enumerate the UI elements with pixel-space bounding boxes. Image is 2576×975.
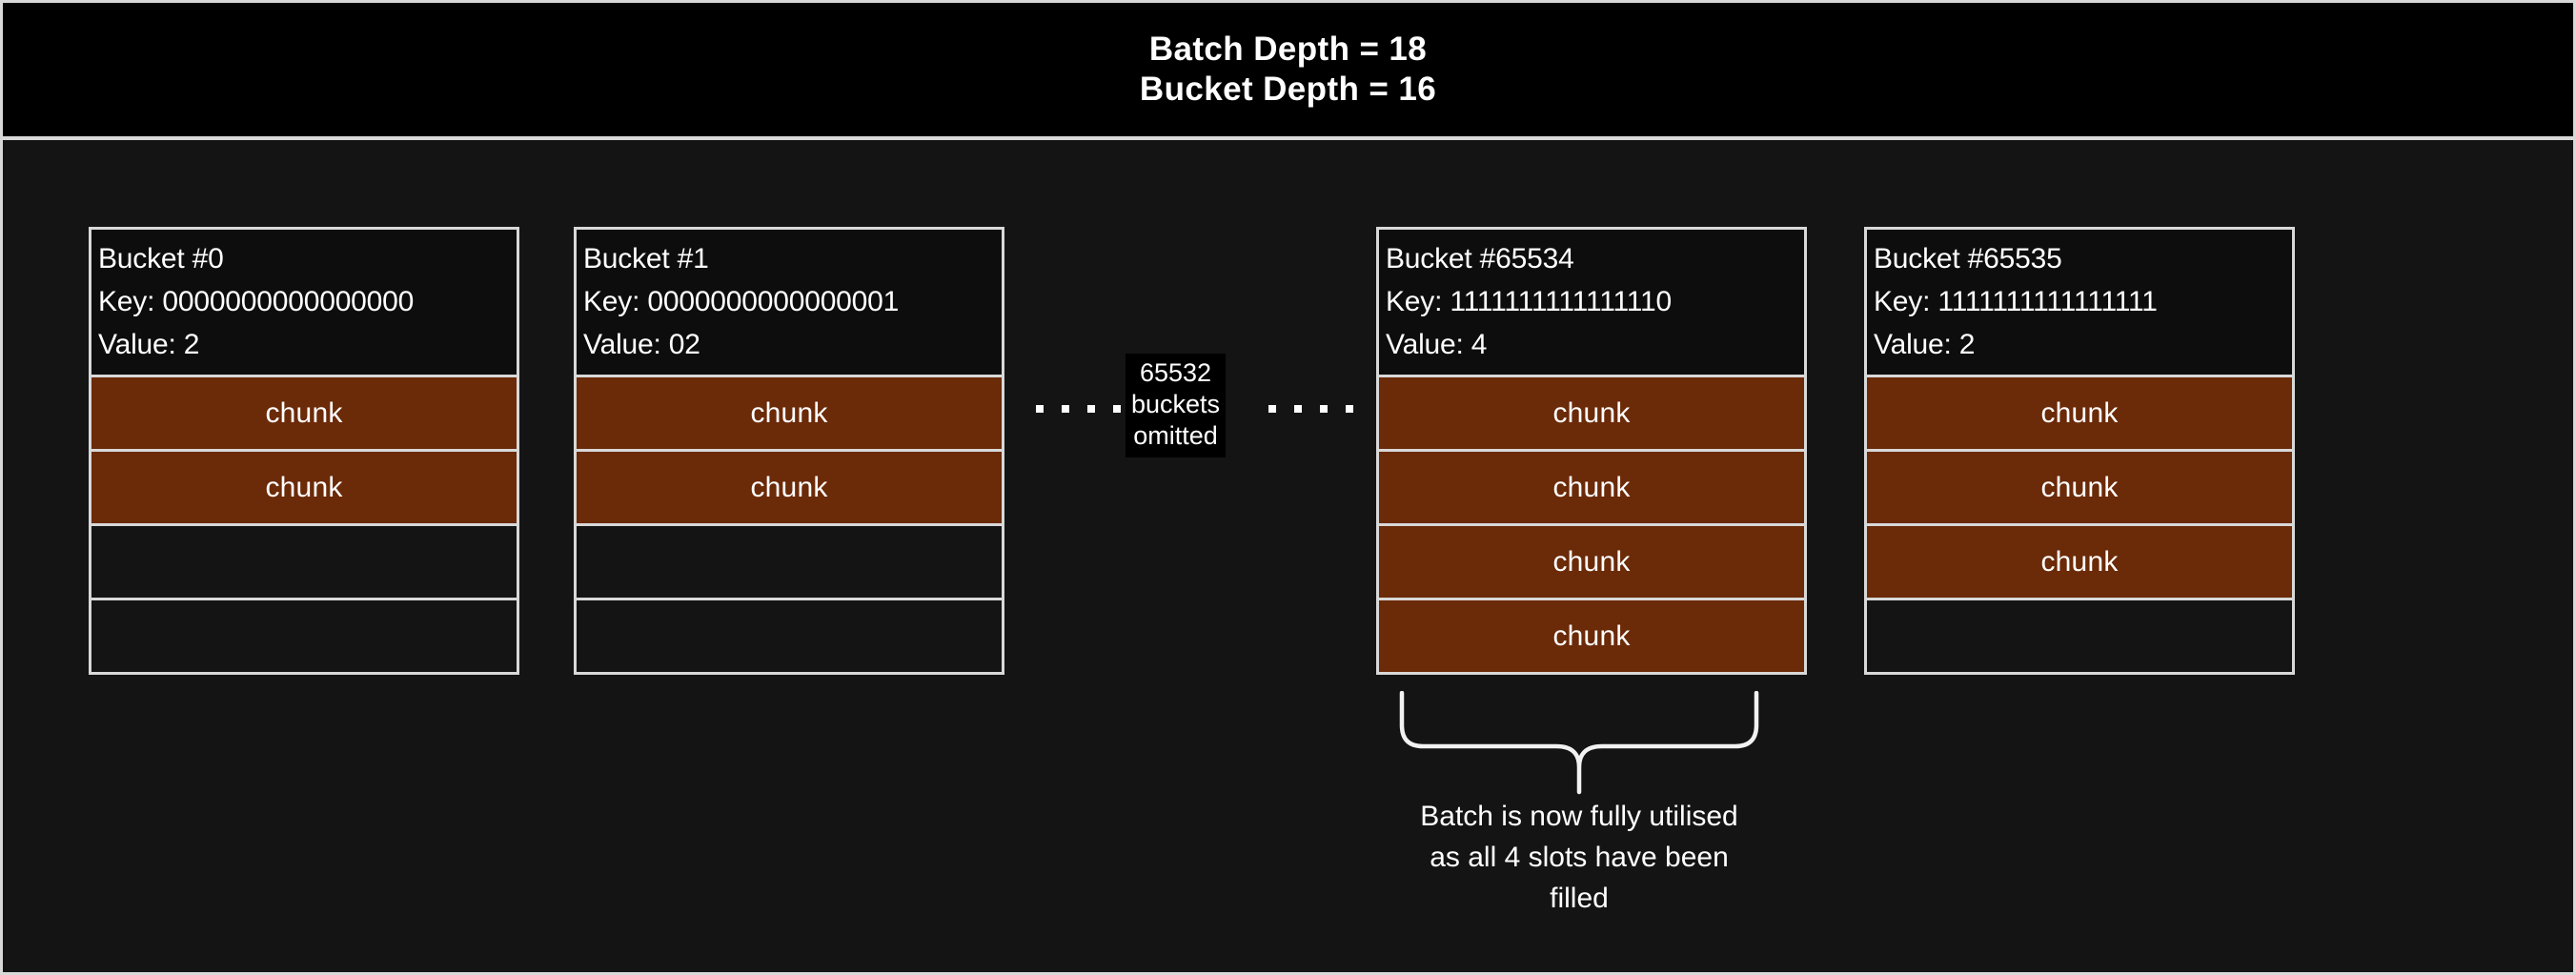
chunk-label: chunk: [750, 471, 828, 503]
ellipsis-dot: [1062, 405, 1069, 413]
curly-brace-down-icon: [1399, 690, 1759, 795]
chunk-slot-empty[interactable]: [574, 600, 1004, 675]
chunk-label: chunk: [2040, 471, 2119, 503]
annotation-line-1: Batch is now fully utilised: [1420, 801, 1738, 832]
chunk-label: chunk: [1552, 545, 1631, 578]
chunk-slot-filled[interactable]: chunk: [1376, 600, 1807, 675]
chunk-slot-filled[interactable]: chunk: [574, 452, 1004, 526]
bucket-depth-label: Bucket Depth = 16: [1139, 71, 1437, 108]
batch-depth-label: Batch Depth = 18: [1148, 30, 1428, 68]
ellipsis-dot: [1113, 405, 1121, 413]
chunk-slot-filled[interactable]: chunk: [1376, 377, 1807, 452]
header-bar: Batch Depth = 18 Bucket Depth = 16: [3, 3, 2573, 140]
chunk-label: chunk: [1552, 396, 1631, 429]
bucket-title-label: Bucket #0: [98, 243, 224, 274]
brace-icon: [1398, 690, 1760, 796]
ellipsis-dot: [1346, 405, 1353, 413]
chunk-label: chunk: [1552, 471, 1631, 503]
ellipsis-dot: [1320, 405, 1328, 413]
ellipsis-dot: [1268, 405, 1276, 413]
chunk-slot-filled[interactable]: chunk: [1376, 526, 1807, 600]
annotation-line-2: as all 4 slots have been: [1430, 842, 1729, 873]
chunk-label: chunk: [1552, 620, 1631, 652]
chunk-slot-empty[interactable]: [1864, 600, 2295, 675]
chunk-label: chunk: [750, 396, 828, 429]
bucket-value-label: Value: 02: [583, 329, 700, 360]
chunk-label: chunk: [265, 396, 343, 429]
bucket-key-label: Key: 1111111111111111: [1874, 286, 2158, 317]
chunk-slot-filled[interactable]: chunk: [1864, 526, 2295, 600]
chunk-label: chunk: [265, 471, 343, 503]
bucket-value-label: Value: 4: [1386, 329, 1488, 360]
bucket-key-label: Key: 1111111111111110: [1386, 286, 1672, 317]
omitted-buckets-label: 65532 buckets omitted: [1126, 354, 1227, 457]
chunk-slot-filled[interactable]: chunk: [1864, 377, 2295, 452]
chunk-label: chunk: [2040, 396, 2119, 429]
omitted-unit: buckets: [1131, 390, 1221, 418]
bucket-value-label: Value: 2: [1874, 329, 1976, 360]
chunk-slot-empty[interactable]: [89, 600, 519, 675]
chunk-slot-empty[interactable]: [574, 526, 1004, 600]
chunk-slot-empty[interactable]: [89, 526, 519, 600]
chunk-slot-filled[interactable]: chunk: [89, 377, 519, 452]
ellipsis-dot: [1087, 405, 1095, 413]
bucket-title-label: Bucket #65535: [1874, 243, 2062, 274]
ellipsis-dots-left: [1036, 405, 1121, 413]
chunk-label: chunk: [2040, 545, 2119, 578]
annotation-caption: Batch is now fully utilised as all 4 slo…: [1341, 796, 1817, 919]
bucket-key-label: Key: 0000000000000000: [98, 286, 415, 317]
omitted-buckets-marker: 65532 buckets omitted: [1032, 352, 1353, 466]
bucket-value-label: Value: 2: [98, 329, 200, 360]
ellipsis-dot: [1294, 405, 1302, 413]
ellipsis-dots-right: [1268, 405, 1353, 413]
annotation-line-3: filled: [1550, 883, 1609, 914]
omitted-state: omitted: [1133, 421, 1218, 450]
chunk-slot-filled[interactable]: chunk: [1864, 452, 2295, 526]
bucket-title-label: Bucket #1: [583, 243, 709, 274]
bucket-title-label: Bucket #65534: [1386, 243, 1574, 274]
chunk-slot-filled[interactable]: chunk: [574, 377, 1004, 452]
bucket-key-label: Key: 0000000000000001: [583, 286, 900, 317]
omitted-count: 65532: [1139, 358, 1212, 387]
ellipsis-dot: [1036, 405, 1044, 413]
chunk-slot-filled[interactable]: chunk: [89, 452, 519, 526]
chunk-slot-filled[interactable]: chunk: [1376, 452, 1807, 526]
